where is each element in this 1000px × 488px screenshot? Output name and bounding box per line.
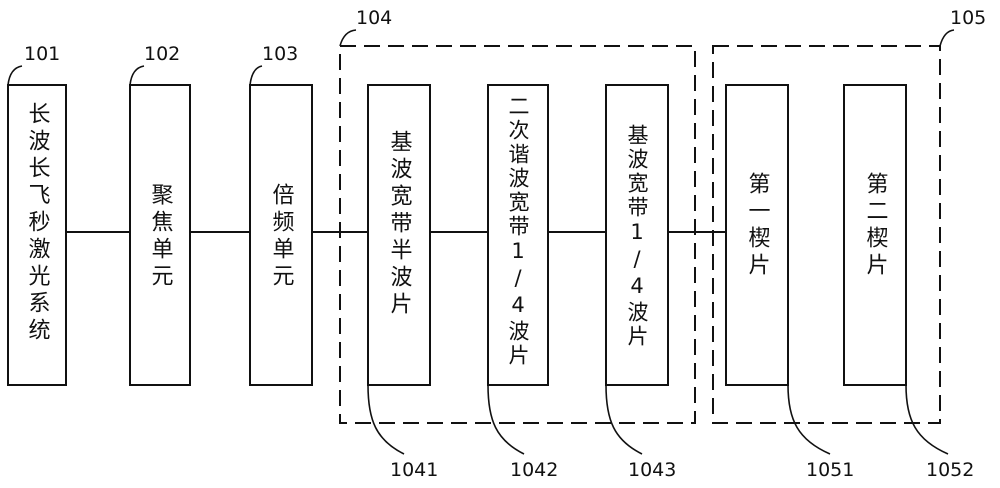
block-1041-fundamental-half-wave-plate [367,84,431,386]
block-101-long-wavelength-femtosecond-laser [7,84,67,386]
block-1042-ref: 1042 [510,459,558,481]
block-103-frequency-doubling-unit [249,84,313,386]
block-1052-second-wedge [843,84,907,386]
block-1042-label: 二次谐波宽带1/4波片 [506,95,530,368]
block-103-leader [249,65,263,86]
block-1042-leader [487,384,525,455]
block-102-label: 聚焦单元 [148,183,174,291]
block-1042-second-harmonic-quarter-wave-plate [487,84,549,386]
block-1041-ref: 1041 [390,459,438,481]
block-1052-leader [905,384,949,455]
block-103-label: 倍频单元 [269,183,295,291]
group-105-ref: 105 [950,7,986,29]
group-104-leader [339,29,357,47]
group-104-ref: 104 [356,7,392,29]
block-102-ref: 102 [144,43,180,65]
block-103-ref: 103 [262,43,298,65]
block-101-leader [7,65,23,86]
block-1051-label: 第一楔片 [745,172,771,280]
block-102-leader [129,65,145,86]
block-1043-ref: 1043 [628,459,676,481]
block-102-focusing-unit [129,84,191,386]
block-1052-ref: 1052 [926,459,974,481]
block-1043-label: 基波宽带1/4波片 [625,124,649,349]
group-105-leader [939,29,955,47]
block-1052-label: 第二楔片 [863,172,889,280]
block-101-ref: 101 [24,43,60,65]
block-1041-label: 基波宽带半波片 [387,130,413,319]
block-1041-leader [367,384,405,455]
block-101-label: 长波长飞秒激光系统 [25,102,51,345]
group-104-frame [339,45,696,424]
block-1051-first-wedge [725,84,789,386]
block-1043-leader [605,384,643,455]
block-1043-fundamental-quarter-wave-plate [605,84,669,386]
block-1051-leader [787,384,831,455]
block-1051-ref: 1051 [806,459,854,481]
group-105-frame [712,45,941,424]
